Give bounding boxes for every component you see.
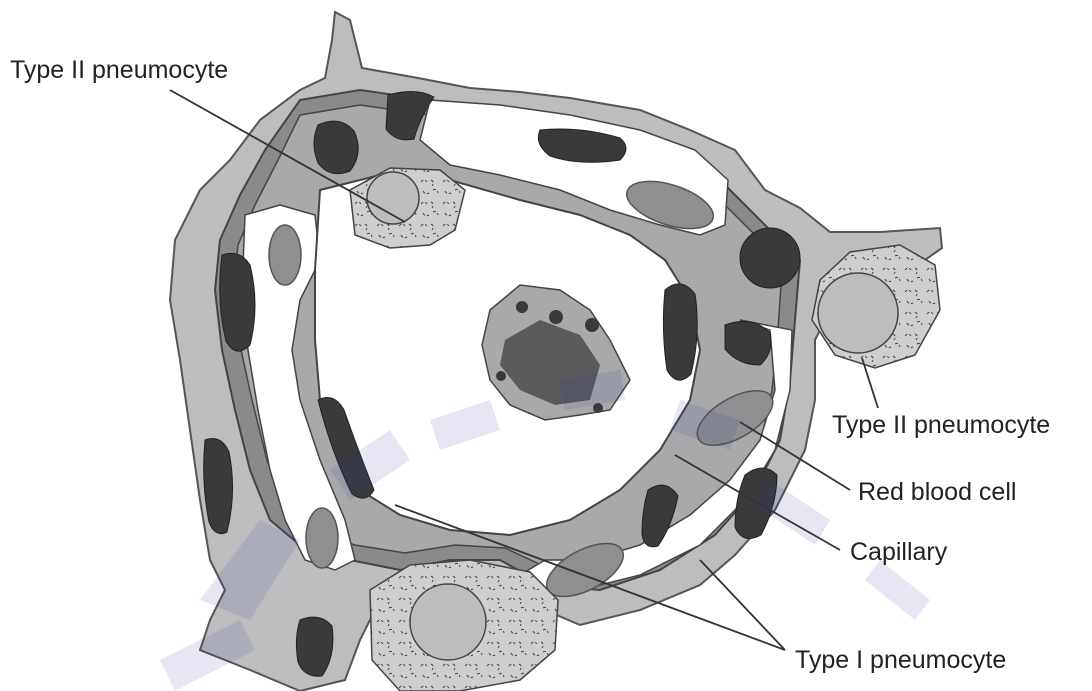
nucleus bbox=[740, 228, 800, 288]
red-blood-cell bbox=[269, 225, 301, 285]
nucleus bbox=[204, 439, 233, 534]
macrophage-granule bbox=[496, 371, 506, 381]
label-type-2-pneumocyte-right: Type II pneumocyte bbox=[832, 413, 1050, 438]
type-2-nucleus bbox=[818, 273, 898, 353]
macrophage-granule bbox=[585, 318, 599, 332]
red-blood-cell bbox=[306, 508, 338, 568]
nucleus bbox=[220, 253, 255, 351]
label-red-blood-cell: Red blood cell bbox=[858, 480, 1016, 505]
nucleus bbox=[296, 617, 332, 676]
nucleus bbox=[663, 284, 697, 380]
nucleus bbox=[314, 121, 358, 174]
type-2-nucleus bbox=[410, 584, 486, 660]
label-capillary: Capillary bbox=[850, 540, 947, 565]
label-type-2-pneumocyte-top: Type II pneumocyte bbox=[10, 58, 228, 83]
leader-type1-b bbox=[700, 560, 785, 650]
label-type-1-pneumocyte: Type I pneumocyte bbox=[795, 648, 1006, 673]
macrophage-granule bbox=[516, 301, 528, 313]
macrophage-granule bbox=[549, 310, 563, 324]
